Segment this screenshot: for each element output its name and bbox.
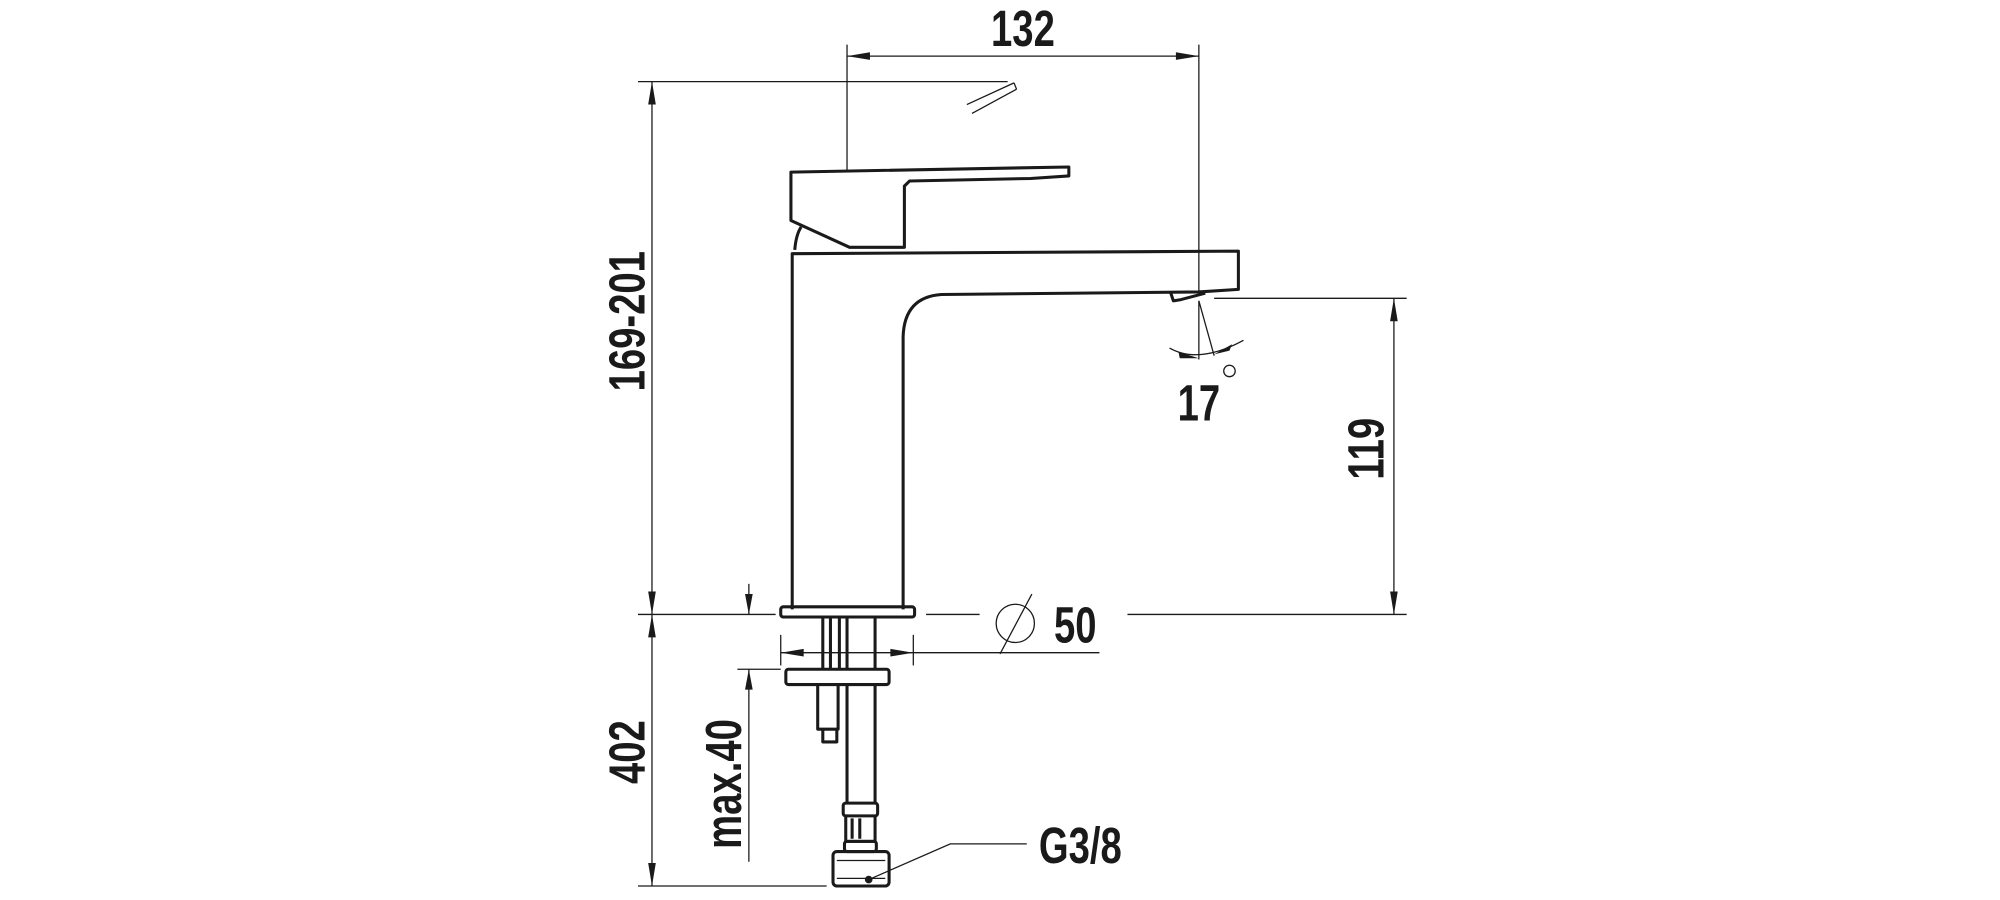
- base-plate: [779, 605, 917, 619]
- degree-symbol: [1223, 364, 1236, 378]
- dimension-max-countertop: max.40: [695, 583, 781, 862]
- dimension-spout-height: 119: [1127, 297, 1407, 616]
- dimension-spout-angle: 17: [1169, 300, 1244, 432]
- lever-swing-indicator: [966, 82, 1018, 115]
- thread-callout: G3/8: [864, 817, 1122, 884]
- mounting-hardware: [784, 618, 891, 888]
- thread-label-g3-8: G3/8: [1039, 817, 1122, 875]
- faucet-body: [790, 249, 1240, 610]
- dimension-base-diameter: 50: [780, 593, 1100, 666]
- diameter-icon: [995, 603, 1036, 644]
- faucet-lever-handle: [789, 165, 1071, 249]
- aerator: [1169, 291, 1206, 303]
- dimension-hose-length: 402: [598, 614, 827, 887]
- dimension-label-132: 132: [991, 0, 1055, 57]
- dimension-label-119: 119: [1337, 418, 1395, 480]
- dimension-total-height: 169-201: [598, 80, 1008, 615]
- connection-nut: [831, 850, 891, 888]
- dimension-label-50: 50: [1054, 596, 1097, 654]
- dimension-label-17: 17: [1178, 374, 1221, 432]
- dimension-label-402: 402: [598, 720, 656, 784]
- dimension-spout-reach: 132: [846, 0, 1200, 296]
- dimension-label-169-201: 169-201: [598, 251, 656, 391]
- dimension-label-max40: max.40: [695, 719, 753, 849]
